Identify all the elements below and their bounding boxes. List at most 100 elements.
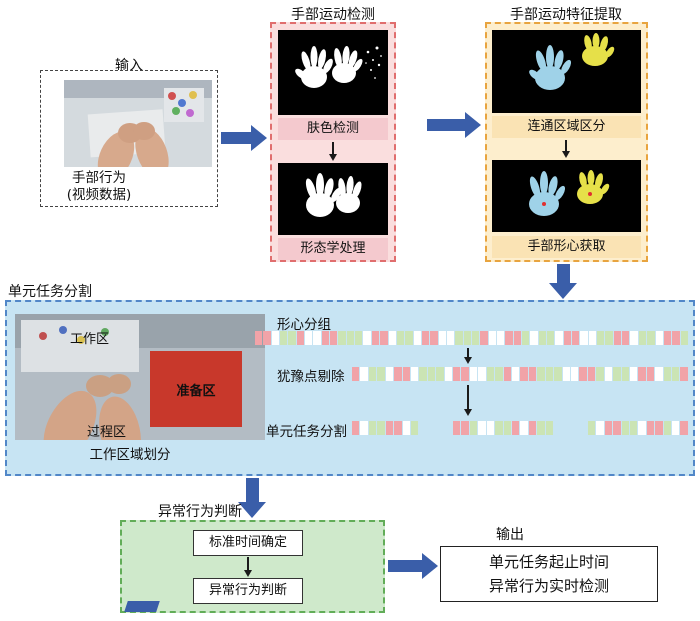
timeline-segment [430, 331, 438, 345]
timeline-segment [613, 331, 622, 345]
timeline-segment [360, 367, 368, 381]
timeline-segment [613, 367, 621, 381]
centroid-label: 手部形心获取 [492, 236, 641, 258]
down-arrow-icon [463, 385, 473, 416]
timeline-segment [255, 331, 263, 345]
timeline-segment [522, 331, 530, 345]
timeline-segment [596, 367, 604, 381]
arrow-shaft [388, 560, 422, 572]
unit-task-split-label: 单元任务分割 [266, 424, 347, 440]
arrow-head [422, 553, 438, 579]
work-zone-label: 工作区 [70, 332, 110, 347]
connected-region-image [492, 30, 641, 113]
down-arrow-icon [243, 557, 253, 577]
hesitation-removal-label: 犹豫点剔除 [277, 369, 345, 385]
segmentation-title: 单元任务分割 [8, 284, 92, 300]
skin-mask-illustration [278, 30, 388, 115]
timeline-segment [663, 331, 672, 345]
output-box: 单元任务起止时间 异常行为实时检测 [440, 546, 658, 602]
timeline-segment [503, 367, 512, 381]
timeline-segment [469, 367, 478, 381]
centroid-image [492, 160, 641, 232]
timeline-segment [528, 367, 537, 381]
timeline-segment [570, 367, 579, 381]
timeline-segment [352, 421, 360, 435]
abnormal-judgment-step: 异常行为判断 [193, 578, 303, 604]
timeline-segment [488, 331, 496, 345]
timeline-segment [469, 421, 478, 435]
timeline-segment [385, 367, 394, 381]
timeline-segment [579, 367, 587, 381]
timeline-segment [296, 331, 305, 345]
timeline-segment [513, 331, 521, 345]
arrow-head [251, 125, 267, 151]
timeline-segment [438, 331, 446, 345]
timeline-segment [680, 367, 688, 381]
timeline-segment [520, 367, 528, 381]
timeline-segment [280, 331, 288, 345]
timeline-segment [368, 421, 377, 435]
timeline-segment [638, 421, 646, 435]
timeline-segment [421, 331, 430, 345]
arrow-judgment-to-output [388, 553, 438, 579]
timeline-segment [463, 331, 471, 345]
timeline-segment [655, 367, 663, 381]
down-arrow-icon [328, 142, 338, 161]
arrow-head [238, 502, 266, 518]
timeline-segment [663, 367, 672, 381]
timeline-segment [647, 331, 655, 345]
timeline-segment [655, 421, 663, 435]
timeline-segment [495, 421, 503, 435]
timeline-segment [503, 421, 512, 435]
timeline-segment [545, 421, 554, 435]
arrow-head [549, 283, 577, 299]
timeline-segment [538, 331, 547, 345]
timeline-segment [587, 367, 596, 381]
timeline-segment [621, 421, 629, 435]
timeline-segment [271, 331, 280, 345]
down-arrow-icon [463, 348, 473, 364]
workspace-photo: 工作区 准备区 过程区 [15, 314, 265, 440]
timeline-segment [385, 421, 394, 435]
timeline-segment [352, 367, 360, 381]
arrow-detection-to-feature [427, 112, 481, 138]
timeline-segment [321, 331, 330, 345]
timeline-segment [496, 331, 505, 345]
timeline-segment [360, 421, 368, 435]
output-line1: 单元任务起止时间 [488, 553, 609, 571]
timeline-segment [646, 421, 655, 435]
timeline-segment [579, 421, 586, 435]
timeline-segment [547, 331, 555, 345]
timeline-segment [453, 367, 461, 381]
timeline-segment [402, 421, 410, 435]
timeline-segment [377, 367, 385, 381]
timeline-segment [587, 421, 596, 435]
input-caption: 手部行为 (视频数据) [44, 170, 154, 204]
centroid-grouping-label: 形心分组 [277, 317, 331, 333]
hands-photo-illustration [64, 80, 212, 167]
timeline-segment [596, 421, 604, 435]
timeline-segment [622, 331, 630, 345]
timeline-segment [554, 367, 562, 381]
timeline-segment [646, 367, 655, 381]
timeline-segment [419, 367, 427, 381]
timeline-segment [613, 421, 621, 435]
timeline-segment [486, 421, 495, 435]
timeline-segment [388, 331, 396, 345]
input-caption-line2: (视频数据) [66, 187, 132, 203]
connected-region-label: 连通区域区分 [492, 116, 641, 138]
timeline-segment [554, 421, 561, 435]
timeline-segment [572, 331, 580, 345]
timeline-segment [528, 421, 537, 435]
timeline-segment [428, 421, 435, 435]
timeline-segment [444, 367, 453, 381]
timeline-segment [571, 421, 578, 435]
timeline-segment [655, 331, 663, 345]
timeline-segment [380, 331, 388, 345]
connected-region-illustration [492, 30, 641, 113]
timeline-segment [621, 367, 629, 381]
skin-detection-image [278, 30, 388, 115]
timeline-segment [537, 421, 545, 435]
workspace-caption: 工作区域划分 [89, 447, 171, 463]
timeline-segment [377, 421, 385, 435]
